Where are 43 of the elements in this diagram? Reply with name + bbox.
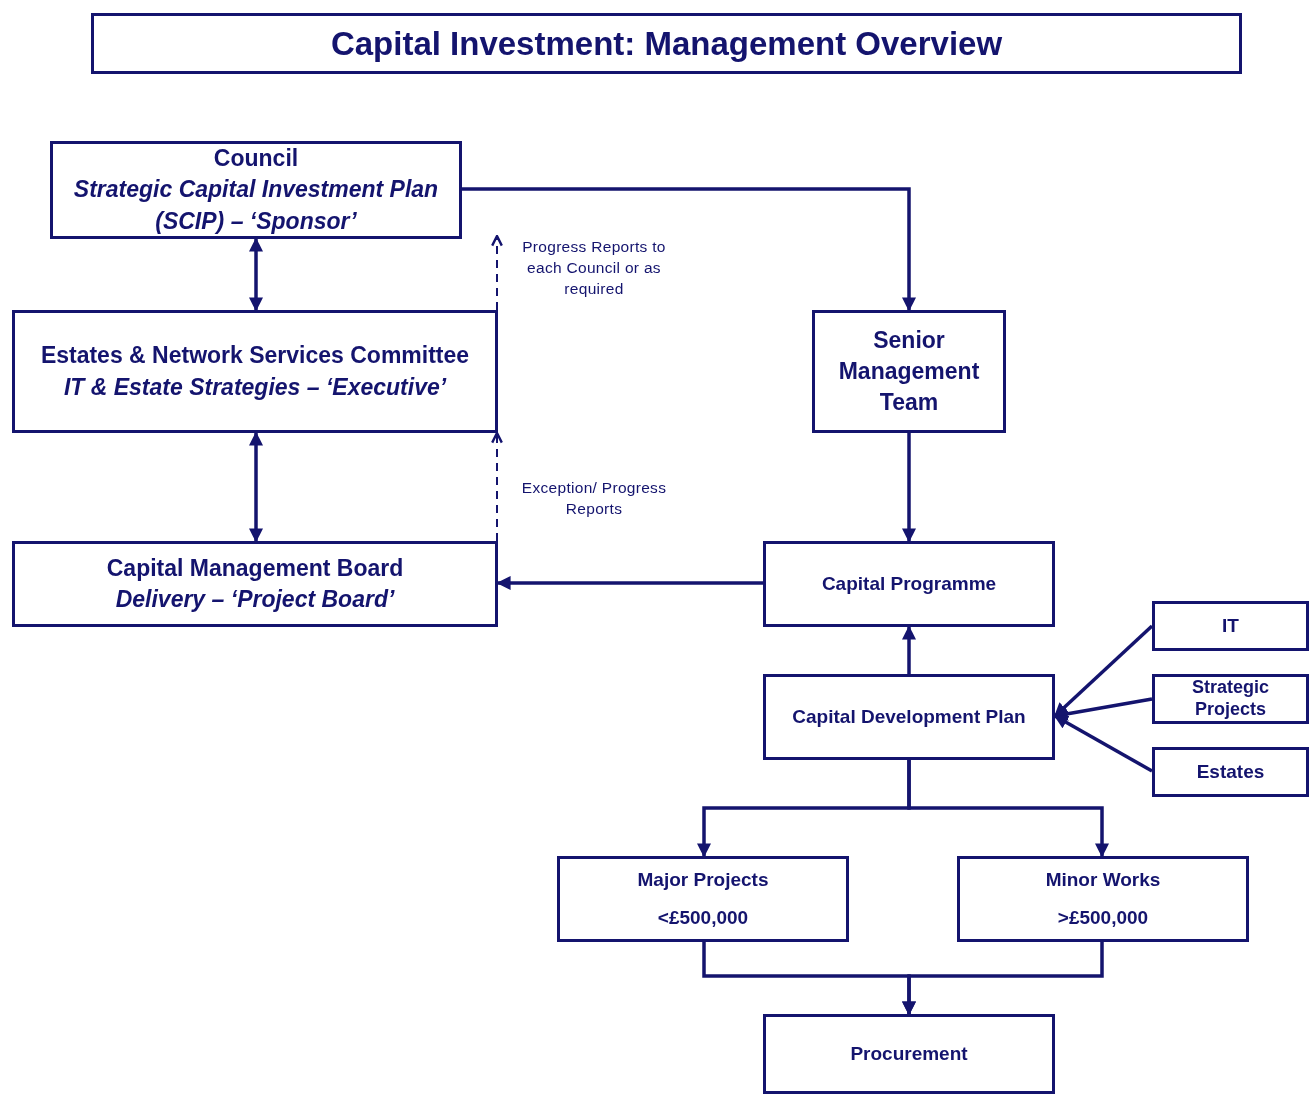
dashed-arrow xyxy=(491,234,503,311)
node-title: Estates & Network Services Committee xyxy=(39,341,471,371)
process-box xyxy=(957,856,1249,942)
node-title: Capital Management Board xyxy=(105,553,405,583)
node-title: Council xyxy=(212,144,300,174)
arrow xyxy=(902,433,916,543)
node-subtitle: >£500,000 xyxy=(1056,906,1150,930)
process-box xyxy=(812,310,1006,433)
node-title: Senior Management Team xyxy=(837,325,981,417)
node-title: Procurement xyxy=(849,1042,969,1067)
arrow xyxy=(496,576,763,590)
dashed-arrow xyxy=(491,431,503,542)
edge-label: Exception/ Progress Reports xyxy=(520,478,668,519)
process-box xyxy=(763,674,1055,760)
node-subtitle: <£500,000 xyxy=(656,906,750,930)
edge-label: Progress Reports to each Council or as required xyxy=(521,237,667,299)
arrow xyxy=(902,625,916,674)
node-subtitle: Delivery – ‘Project Board’ xyxy=(114,585,396,614)
process-box xyxy=(12,541,498,627)
node-title: Capital Development Plan xyxy=(791,705,1027,730)
node-title: Major Projects xyxy=(636,868,770,893)
node-title: Capital Programme xyxy=(820,572,998,597)
node-title: Estates xyxy=(1195,760,1266,785)
title-box: Capital Investment: Management Overview xyxy=(91,13,1242,74)
node-subtitle: Strategic Capital Investment Plan (SCIP) – ‘Sponsor’ xyxy=(72,175,440,236)
process-box xyxy=(763,541,1055,627)
arrow xyxy=(249,431,263,543)
process-box xyxy=(1152,747,1309,797)
node-title: IT xyxy=(1221,614,1240,639)
process-box xyxy=(763,1014,1055,1094)
arrow xyxy=(907,760,1109,858)
process-box xyxy=(1152,674,1309,724)
arrow xyxy=(902,942,1104,1016)
node-title: Strategic Projects xyxy=(1191,677,1270,721)
arrow xyxy=(462,187,916,312)
process-box xyxy=(557,856,849,942)
arrow xyxy=(249,237,263,312)
arrow xyxy=(1053,714,1153,773)
node-subtitle: IT & Estate Strategies – ‘Executive’ xyxy=(62,372,448,402)
process-box xyxy=(12,310,498,433)
process-box xyxy=(50,141,462,239)
process-box xyxy=(1152,601,1309,651)
node-title: Minor Works xyxy=(1044,868,1162,893)
